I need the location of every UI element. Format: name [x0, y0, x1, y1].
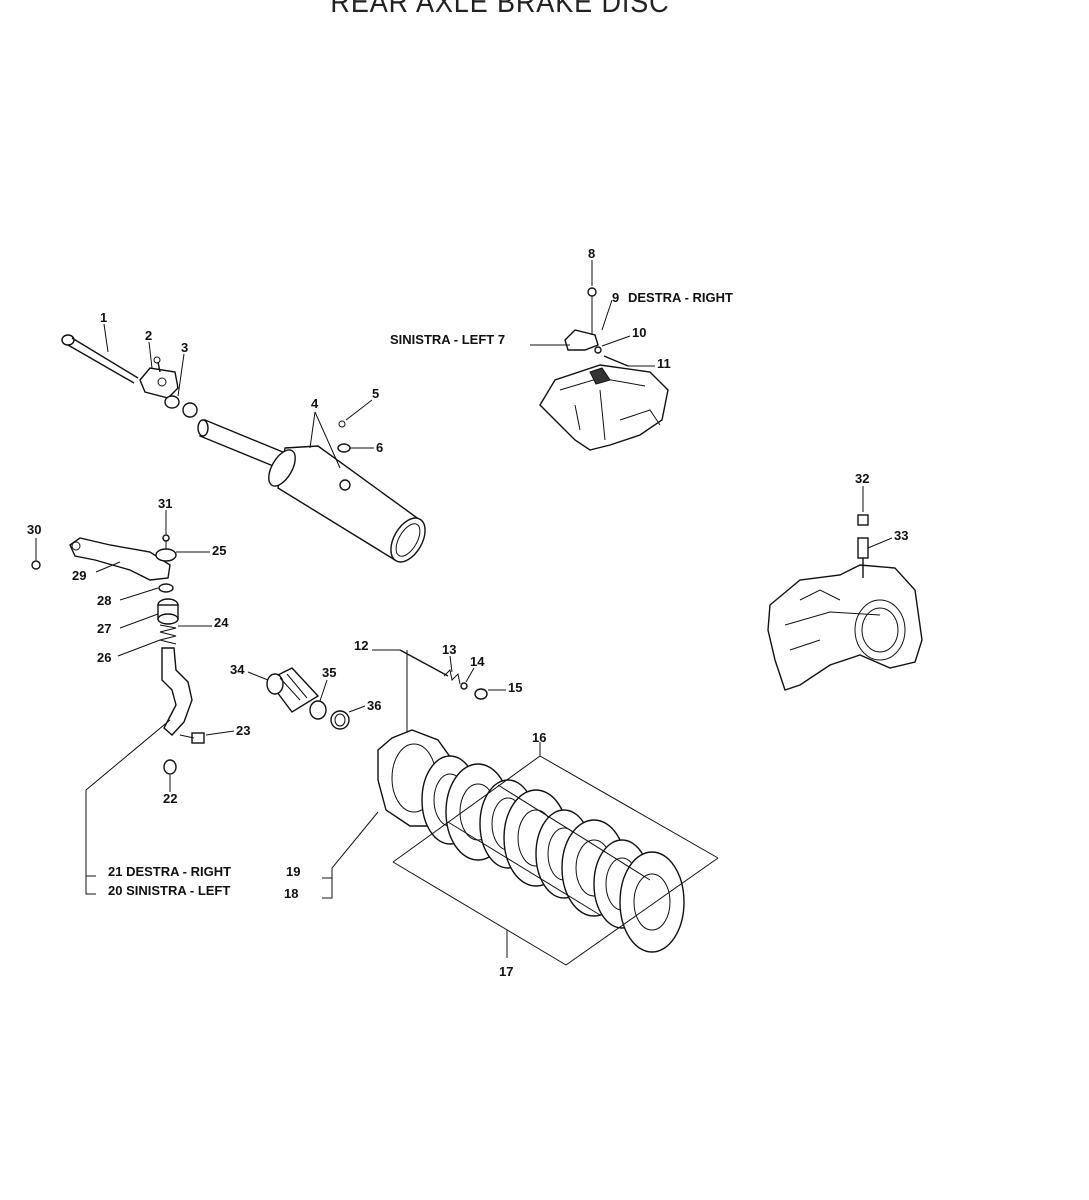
callout-29: 29 [72, 568, 86, 583]
callout-6: 6 [376, 440, 383, 455]
callout-9-label: DESTRA - RIGHT [628, 290, 733, 305]
part-12-rod [399, 649, 449, 677]
axle-housing [767, 564, 923, 691]
part-23-screw [179, 732, 205, 744]
part-1-bolt [61, 334, 139, 384]
part-2-bracket [139, 356, 179, 399]
callout-10: 10 [632, 325, 646, 340]
part-28-ring [158, 583, 174, 593]
callout-9: 9 [612, 290, 619, 305]
callout-1: 1 [100, 310, 107, 325]
callout-36: 36 [367, 698, 381, 713]
callout-3: 3 [181, 340, 188, 355]
callout-22: 22 [163, 791, 177, 806]
part-6-washer [337, 443, 351, 453]
callout-4: 4 [311, 396, 319, 411]
callout-7: SINISTRA - LEFT 7 [390, 332, 505, 347]
part-24-spring [159, 624, 177, 645]
callout-24: 24 [214, 615, 229, 630]
callout-26: 26 [97, 650, 111, 665]
callout-33: 33 [894, 528, 908, 543]
brake-discs-stack [421, 755, 685, 953]
callout-35: 35 [322, 665, 336, 680]
part-29-lever-arm [69, 537, 171, 581]
callout-11: 11 [657, 356, 671, 371]
disc-dimension-lines [392, 755, 719, 966]
part-36-ring [330, 710, 350, 730]
callout-23: 23 [236, 723, 250, 738]
part-22-nut [163, 759, 177, 775]
part-5-nipple [338, 420, 346, 428]
part-3-bushing [164, 395, 198, 418]
part-27-bushing [157, 598, 179, 625]
part-26-shaft [161, 647, 193, 736]
part-25-washer [155, 548, 177, 562]
callout-16: 16 [532, 730, 546, 745]
callout-13: 13 [442, 642, 456, 657]
callout-18: 18 [284, 886, 298, 901]
part-8-bolt [587, 287, 597, 335]
callout-27: 27 [97, 621, 111, 636]
callout-32: 32 [855, 471, 869, 486]
callout-21: 21 DESTRA - RIGHT [108, 864, 231, 879]
part-10-washer [594, 346, 602, 354]
part-30-nut [31, 560, 41, 570]
part-14-washer [460, 682, 468, 690]
callout-15: 15 [508, 680, 522, 695]
callout-8: 8 [588, 246, 595, 261]
part-11-screw [603, 355, 629, 367]
part-15-nut [474, 688, 488, 700]
part-4-cylinder [197, 419, 426, 563]
callout-2: 2 [145, 328, 152, 343]
callout-20: 20 SINISTRA - LEFT [108, 883, 230, 898]
callout-12: 12 [354, 638, 368, 653]
callout-17: 17 [499, 964, 513, 979]
callout-14: 14 [470, 654, 485, 669]
part-35-seal [309, 700, 327, 720]
part-31-bolt [162, 534, 170, 550]
callout-25: 25 [212, 543, 226, 558]
callout-30: 30 [27, 522, 41, 537]
callout-28: 28 [97, 593, 111, 608]
part-7-9-caliper-housing [539, 329, 669, 451]
part-13-spring [443, 668, 461, 685]
callout-19: 19 [286, 864, 300, 879]
part-32-plug [857, 514, 869, 526]
diagram-title: REAR AXLE BRAKE DISC [330, 0, 670, 19]
callout-34: 34 [230, 662, 245, 677]
callout-31: 31 [158, 496, 172, 511]
part-34-piston [266, 667, 320, 713]
callout-5: 5 [372, 386, 379, 401]
